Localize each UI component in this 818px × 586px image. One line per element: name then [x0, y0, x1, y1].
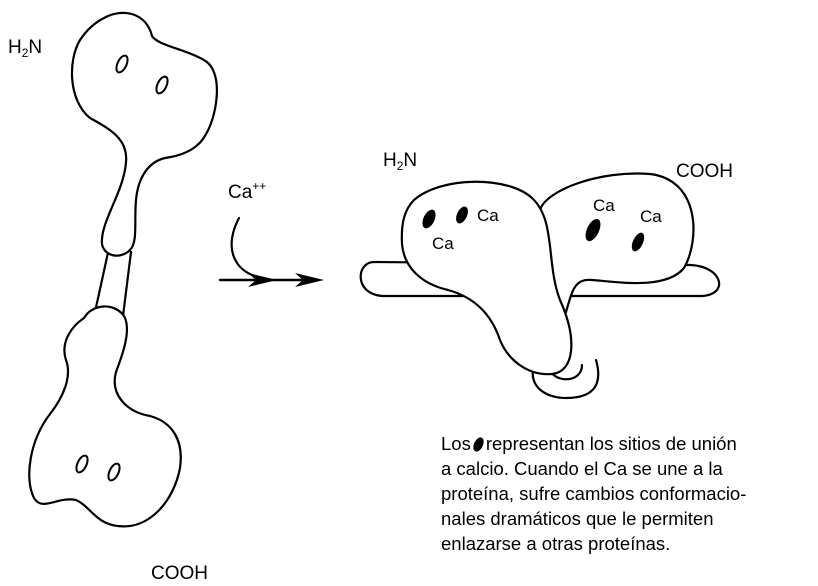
left-lower-lobe: [28, 305, 182, 528]
caption-line-4: nales dramáticos que le permiten: [441, 508, 714, 529]
caption-prefix: Los: [441, 433, 471, 454]
left-upper-lobe: [70, 11, 218, 257]
left-c-terminus-label: COOH: [151, 563, 208, 584]
calcium-ion-label: Ca++: [228, 179, 267, 203]
binding-site-icon: [631, 232, 645, 252]
caption: Los representan los sitios de unión a cal…: [441, 431, 813, 556]
caption-line-1: Los representan los sitios de unión: [441, 431, 813, 456]
right-c-terminus-label: COOH: [676, 161, 733, 182]
binding-site-icon: [585, 218, 601, 242]
arrow-barb-2: [295, 273, 324, 287]
binding-site-icon: [456, 206, 468, 224]
caption-line-3: proteína, sufre cambios conformacio-: [441, 483, 747, 504]
calcium-site-label: Ca: [593, 196, 615, 215]
empty-site-icon: [107, 462, 121, 482]
caption-line-2: a calcio. Cuando el Ca se une a la: [441, 458, 723, 479]
right-lobe-n-terminal: [400, 180, 573, 376]
empty-site-icon: [75, 454, 89, 474]
ca-curved-tail: [230, 216, 264, 280]
arrow-barb-1: [248, 273, 277, 287]
left-n-terminus-label: H2N: [8, 37, 43, 60]
calcium-site-label: Ca: [477, 206, 499, 225]
caption-line-1-text: representan los sitios de unión: [485, 433, 737, 454]
caption-line-5: enlazarse a otras proteínas.: [441, 533, 671, 554]
calcium-site-label: Ca: [640, 207, 662, 226]
right-n-terminus-label: H2N: [383, 150, 418, 173]
empty-site-icon: [155, 75, 169, 95]
binding-site-icon: [422, 209, 436, 229]
empty-site-icon: [115, 54, 129, 74]
calcium-site-label: Ca: [432, 234, 454, 253]
binding-site-icon: [471, 435, 486, 454]
